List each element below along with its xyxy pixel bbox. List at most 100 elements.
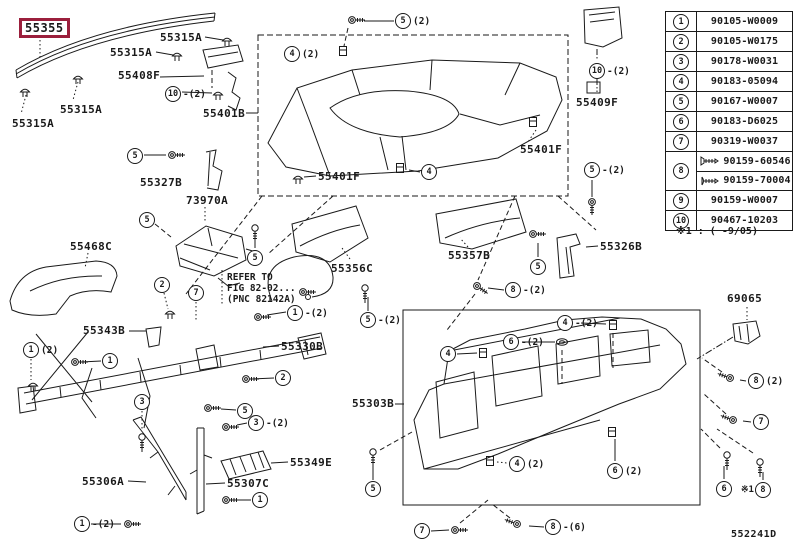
part-label-55307c[interactable]: 55307C [227,477,270,490]
part-label-55315a[interactable]: 55315A [60,103,103,116]
part-label-55315a[interactable]: 55315A [12,117,55,130]
part-label-55306a[interactable]: 55306A [82,475,125,488]
part-label-55315a[interactable]: 55315A [110,46,153,59]
part-label-73970a[interactable]: 73970A [186,194,229,207]
callout-1[interactable]: 1 [101,353,120,369]
clip-icon [339,46,347,56]
part-label-55327b[interactable]: 55327B [140,176,183,189]
callout-6[interactable]: 6 [715,481,734,497]
refer-note: REFER TO FIG 82-02... (PNC 82142A) [227,272,296,305]
part-label-55343b[interactable]: 55343B [83,324,126,337]
callout-7[interactable]: 7 [187,285,206,301]
part-label-55401f[interactable]: 55401F [520,143,563,156]
callout-4[interactable]: 4(2) [508,456,544,472]
callout-3[interactable]: 3 [133,394,152,410]
part-label-55330b[interactable]: 55330B [281,340,324,353]
part-label-55401b[interactable]: 55401B [203,107,246,120]
callout-5[interactable]: 5 [126,148,145,164]
callout-8[interactable]: 8-(2) [504,282,546,298]
part-label-55468c[interactable]: 55468C [70,240,113,253]
callout-7[interactable]: 7 [752,414,771,430]
screw-icon [124,520,142,528]
part-label-55408f[interactable]: 55408F [118,69,161,82]
callout-5[interactable]: 5 [246,250,265,266]
screw-icon [756,458,764,478]
row-number-badge: 10 [673,212,689,229]
callout-5[interactable]: 5-(2) [583,162,625,178]
row-number-badge: 1 [673,13,689,30]
callout-10[interactable]: 10-(2) [164,86,206,102]
striker-69065-art [732,320,761,345]
part-label-55326b[interactable]: 55326B [600,240,643,253]
callout-8[interactable]: 8(2) [747,373,783,389]
callout-1[interactable]: 1(2) [22,342,58,358]
callout-2[interactable]: 2 [274,370,293,386]
part-label-69065[interactable]: 69065 [727,292,763,305]
callout-4[interactable]: 4 [420,164,439,180]
callout-5[interactable]: 5 [364,481,383,497]
callout-1[interactable]: 1-(2) [286,305,328,321]
clip-icon [172,52,182,62]
callout-5[interactable]: 5(2) [394,13,430,29]
part-label-55315a[interactable]: 55315A [160,31,203,44]
screw-icon [348,16,366,24]
bracket-55349e-art [220,450,272,480]
row-number-badge: 8 [673,163,689,179]
clip-icon [486,456,494,466]
screw-icon [716,369,735,383]
clip-icon [529,117,537,127]
part-number-cell: 90159-W0007 [710,195,779,206]
part-label-55303b[interactable]: 55303B [352,397,395,410]
callout-6[interactable]: 6-(2) [502,334,544,350]
callout-5[interactable]: 5 [529,259,548,275]
bolt-icon [242,375,260,383]
callout-1[interactable]: 1 [251,492,270,508]
part-label-55349e[interactable]: 55349E [290,456,333,469]
bolt-icon [529,230,547,238]
highlighted-part-label[interactable]: 55355 [19,18,70,38]
row8-variant[interactable]: 90159-70004 [697,170,792,191]
callout-8[interactable]: 8-(6) [544,519,586,535]
part-label-55409f[interactable]: 55409F [576,96,619,109]
part-number-cell: 90467-10203 [710,215,779,226]
callout-4[interactable]: 4-(2) [556,315,598,331]
callout-10[interactable]: 10-(2) [588,63,630,79]
callout-5[interactable]: 5 [138,212,157,228]
refer-note-line: REFER TO [227,272,273,283]
part-55409f-art [583,6,623,94]
bolt-icon [588,198,596,216]
clip-icon [28,382,38,392]
part-label-55401f[interactable]: 55401F [318,170,361,183]
part-label-55357b[interactable]: 55357B [448,249,491,262]
callout-7[interactable]: 7 [413,523,432,539]
part-label-55356c[interactable]: 55356C [331,262,374,275]
callout-5[interactable]: 5 [236,403,255,419]
part-number-cell: 90183-D6025 [710,116,779,127]
callout-6[interactable]: 6(2) [606,463,642,479]
bolt-icon [222,496,240,504]
row8-variant[interactable]: 90159-60546 [697,152,792,171]
clip-icon [213,91,223,101]
callout-4[interactable]: 4 [439,346,458,362]
callout-1[interactable]: 1-(2) [73,516,115,532]
lower-panel-55303b-art [413,316,687,470]
callout-3[interactable]: 3-(2) [247,415,289,431]
callout-5[interactable]: 5-(2) [359,312,401,328]
table-row[interactable]: 10 90467-10203 [666,210,792,230]
callout-4[interactable]: 4(2) [283,46,319,62]
insulator-55356c-art [291,205,369,263]
clip-icon [20,88,30,98]
screw-icon [138,433,146,453]
table-row-8[interactable]: 8 90159-60546 90159-70004 [666,151,792,190]
callout-2[interactable]: 2 [153,277,172,293]
